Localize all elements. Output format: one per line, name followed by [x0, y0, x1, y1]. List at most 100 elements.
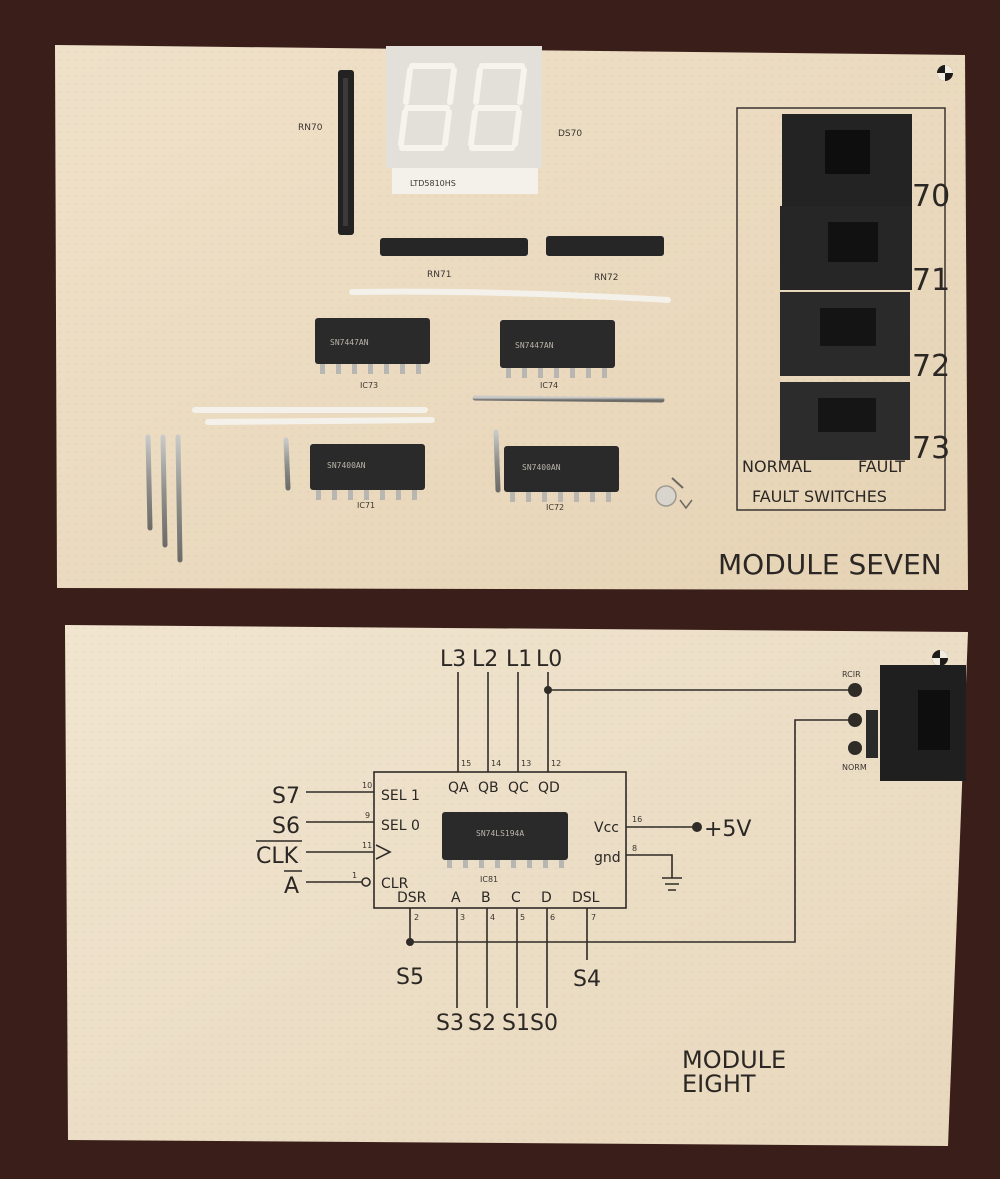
pin-label-d: D — [541, 890, 552, 906]
output-l2: L2 — [472, 647, 498, 672]
switch-label-rcir: RCIR — [842, 670, 861, 679]
pin-label-sel0: SEL 0 — [381, 818, 420, 834]
pin-label-dsl: DSL — [572, 890, 600, 906]
pin-label-qb: QB — [478, 780, 499, 796]
pin-label-sel1: SEL 1 — [381, 788, 420, 804]
pin-label-qd: QD — [538, 780, 560, 796]
pin-number-3: 3 — [460, 913, 465, 922]
led-icon — [655, 477, 693, 510]
clr-inverter-bubble-icon — [361, 877, 371, 887]
fault-switch-73[interactable] — [780, 382, 910, 460]
signal-s2: S2 — [468, 1011, 496, 1036]
pin-number-16: 16 — [632, 815, 642, 824]
pin-label-qc: QC — [508, 780, 529, 796]
ic71-marking: SN7400AN — [327, 461, 366, 470]
pin-label-clr: CLR — [381, 876, 409, 892]
ic73-label: IC73 — [360, 381, 378, 390]
ic71-chip: SN7400AN — [310, 444, 425, 500]
ic74-label: IC74 — [540, 381, 558, 390]
pin-label-c: C — [511, 890, 521, 906]
display-part-label: LTD5810HS — [410, 179, 456, 188]
seven-segment-display: LTD5810HS — [386, 46, 542, 194]
signal-a: A — [284, 874, 299, 899]
ic71-label: IC71 — [357, 501, 375, 510]
mode-slide-switch[interactable] — [866, 665, 966, 781]
pin-label-b: B — [481, 890, 491, 906]
pin-number-1: 1 — [352, 871, 357, 880]
ic74-marking: SN7447AN — [515, 341, 554, 350]
module-eight-title-line1: MODULE — [682, 1046, 786, 1074]
fault-switch-72[interactable] — [780, 292, 910, 376]
pin-number-9: 9 — [365, 811, 370, 820]
fault-switch-71[interactable] — [780, 206, 912, 290]
ic73-marking: SN7447AN — [330, 338, 369, 347]
switch-label-norm: NORM — [842, 763, 867, 772]
signal-clk: CLK — [256, 844, 299, 869]
switch-number-72: 72 — [912, 349, 950, 384]
pin-label-qa: QA — [448, 780, 469, 796]
mounting-hole-icon — [932, 650, 948, 666]
module-eight-title-line2: EIGHT — [682, 1070, 756, 1098]
ic81-chip: SN74LS194A — [442, 812, 568, 868]
jumper-wires-left — [119, 209, 803, 563]
pin-label-vcc: Vcc — [594, 820, 619, 836]
ds70-label: DS70 — [558, 129, 582, 139]
signal-s4: S4 — [573, 967, 601, 992]
fault-label: FAULT — [858, 457, 905, 476]
pin-number-8: 8 — [632, 844, 637, 853]
ic81-marking: SN74LS194A — [476, 829, 524, 838]
pin-number-12: 12 — [551, 759, 561, 768]
module-eight-board: SN74LS194A IC81 L3 L2 L1 L0 15 14 13 12 … — [65, 625, 968, 1146]
pin-number-15: 15 — [461, 759, 471, 768]
pin-label-dsr: DSR — [397, 890, 427, 906]
signal-s5: S5 — [396, 965, 424, 990]
signal-s6: S6 — [272, 814, 300, 839]
output-l1: L1 — [506, 647, 532, 672]
pin-number-2: 2 — [414, 913, 419, 922]
jumper-wires-module-eight — [149, 694, 255, 1111]
pin-number-14: 14 — [491, 759, 501, 768]
pin-label-gnd: gnd — [594, 850, 621, 866]
pin-number-10: 10 — [362, 781, 372, 790]
output-l3: L3 — [440, 647, 466, 672]
power-label: +5V — [704, 817, 751, 842]
resistor-network-rn70 — [338, 70, 354, 235]
pin-number-7: 7 — [591, 913, 596, 922]
ic72-label: IC72 — [546, 503, 564, 512]
signal-s7: S7 — [272, 784, 300, 809]
fault-switch-70[interactable] — [782, 114, 912, 206]
pin-number-11: 11 — [362, 841, 372, 850]
switch-number-71: 71 — [912, 263, 950, 298]
fault-switch-panel — [736, 107, 946, 511]
ic72-marking: SN7400AN — [522, 463, 561, 472]
rn72-label: RN72 — [594, 273, 618, 283]
resistor-network-rn71 — [380, 238, 528, 256]
mounting-hole-icon — [937, 65, 953, 81]
output-l0: L0 — [536, 647, 562, 672]
switch-number-70: 70 — [912, 179, 950, 214]
pin-label-a: A — [451, 890, 461, 906]
switch-number-73: 73 — [912, 431, 950, 466]
signal-s1: S1 — [502, 1011, 530, 1036]
white-jumper-wires — [192, 288, 671, 425]
signal-s3: S3 — [436, 1011, 464, 1036]
schematic-traces — [306, 672, 855, 1008]
module-seven-board: RN70 LTD5810HS DS70 RN71 RN72 — [55, 45, 968, 590]
module-seven-title: MODULE SEVEN — [718, 548, 942, 581]
signal-s0: S0 — [530, 1011, 558, 1036]
ic73-chip: SN7447AN — [315, 318, 430, 374]
rn70-label: RN70 — [298, 123, 323, 133]
fault-switches-title: FAULT SWITCHES — [752, 487, 887, 506]
pin-number-13: 13 — [521, 759, 531, 768]
ic74-chip: SN7447AN — [500, 320, 615, 378]
pin-number-6: 6 — [550, 913, 555, 922]
normal-label: NORMAL — [742, 457, 811, 476]
mode-switch-contacts — [848, 683, 862, 755]
pin-number-4: 4 — [490, 913, 495, 922]
rn71-label: RN71 — [427, 270, 451, 280]
ic81-label: IC81 — [480, 875, 498, 884]
schematic-nodes — [406, 686, 702, 946]
pin-number-5: 5 — [520, 913, 525, 922]
resistor-network-rn72 — [546, 236, 664, 256]
